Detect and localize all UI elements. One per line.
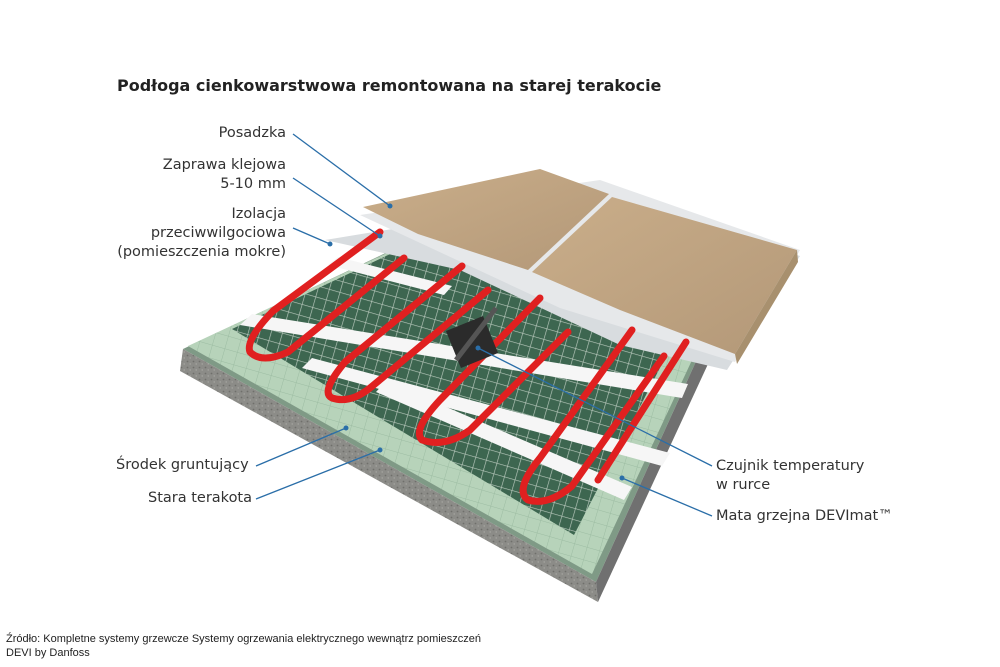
leader-izolacja: [292, 227, 331, 245]
old-tile-base-front: [180, 349, 598, 602]
heating-cable: [245, 228, 690, 505]
cable-loop-4: [519, 326, 668, 505]
label-posadzka: Posadzka: [218, 125, 286, 141]
leader-posadzka: [292, 133, 391, 207]
cable-run-5: [594, 338, 690, 484]
label-stara-terakota: Stara terakota: [148, 490, 253, 506]
leader-terakota: [255, 449, 381, 500]
label-zaprawa-klejowa: Zaprawa klejowa 5-10 mm: [162, 157, 286, 192]
label-mata-grzejna: Mata grzejna DEVImat™: [716, 508, 893, 524]
leader-srodek: [255, 427, 347, 467]
cable-loop-1: [245, 228, 408, 362]
diagram-title: Podłoga cienkowarstwowa remontowana na s…: [117, 76, 662, 95]
label-czujnik-temperatury: Czujnik temperatury w rurce: [716, 458, 865, 493]
cable-loop-3: [415, 294, 572, 446]
mat-tape-4: [376, 381, 632, 500]
leader-zaprawa: [292, 177, 381, 237]
mat-tape-1: [328, 257, 452, 295]
floor-tile-edge: [735, 250, 798, 364]
leader-dots: [327, 203, 625, 481]
leader-mata: [621, 477, 713, 517]
floor-tile-left: [363, 169, 609, 270]
cable-loop-2: [324, 262, 492, 404]
label-srodek-gruntujacy: Środek gruntujący: [116, 457, 249, 473]
source-note: Źródło: Kompletne systemy grzewcze Syste…: [6, 633, 482, 659]
floor-tile-right: [532, 197, 797, 354]
temperature-sensor-icon: [445, 306, 499, 369]
leader-czujnik: [477, 347, 713, 467]
label-izolacja: Izolacja przeciwwilgociowa (pomieszczeni…: [117, 206, 286, 260]
leader-lines: [255, 133, 713, 517]
